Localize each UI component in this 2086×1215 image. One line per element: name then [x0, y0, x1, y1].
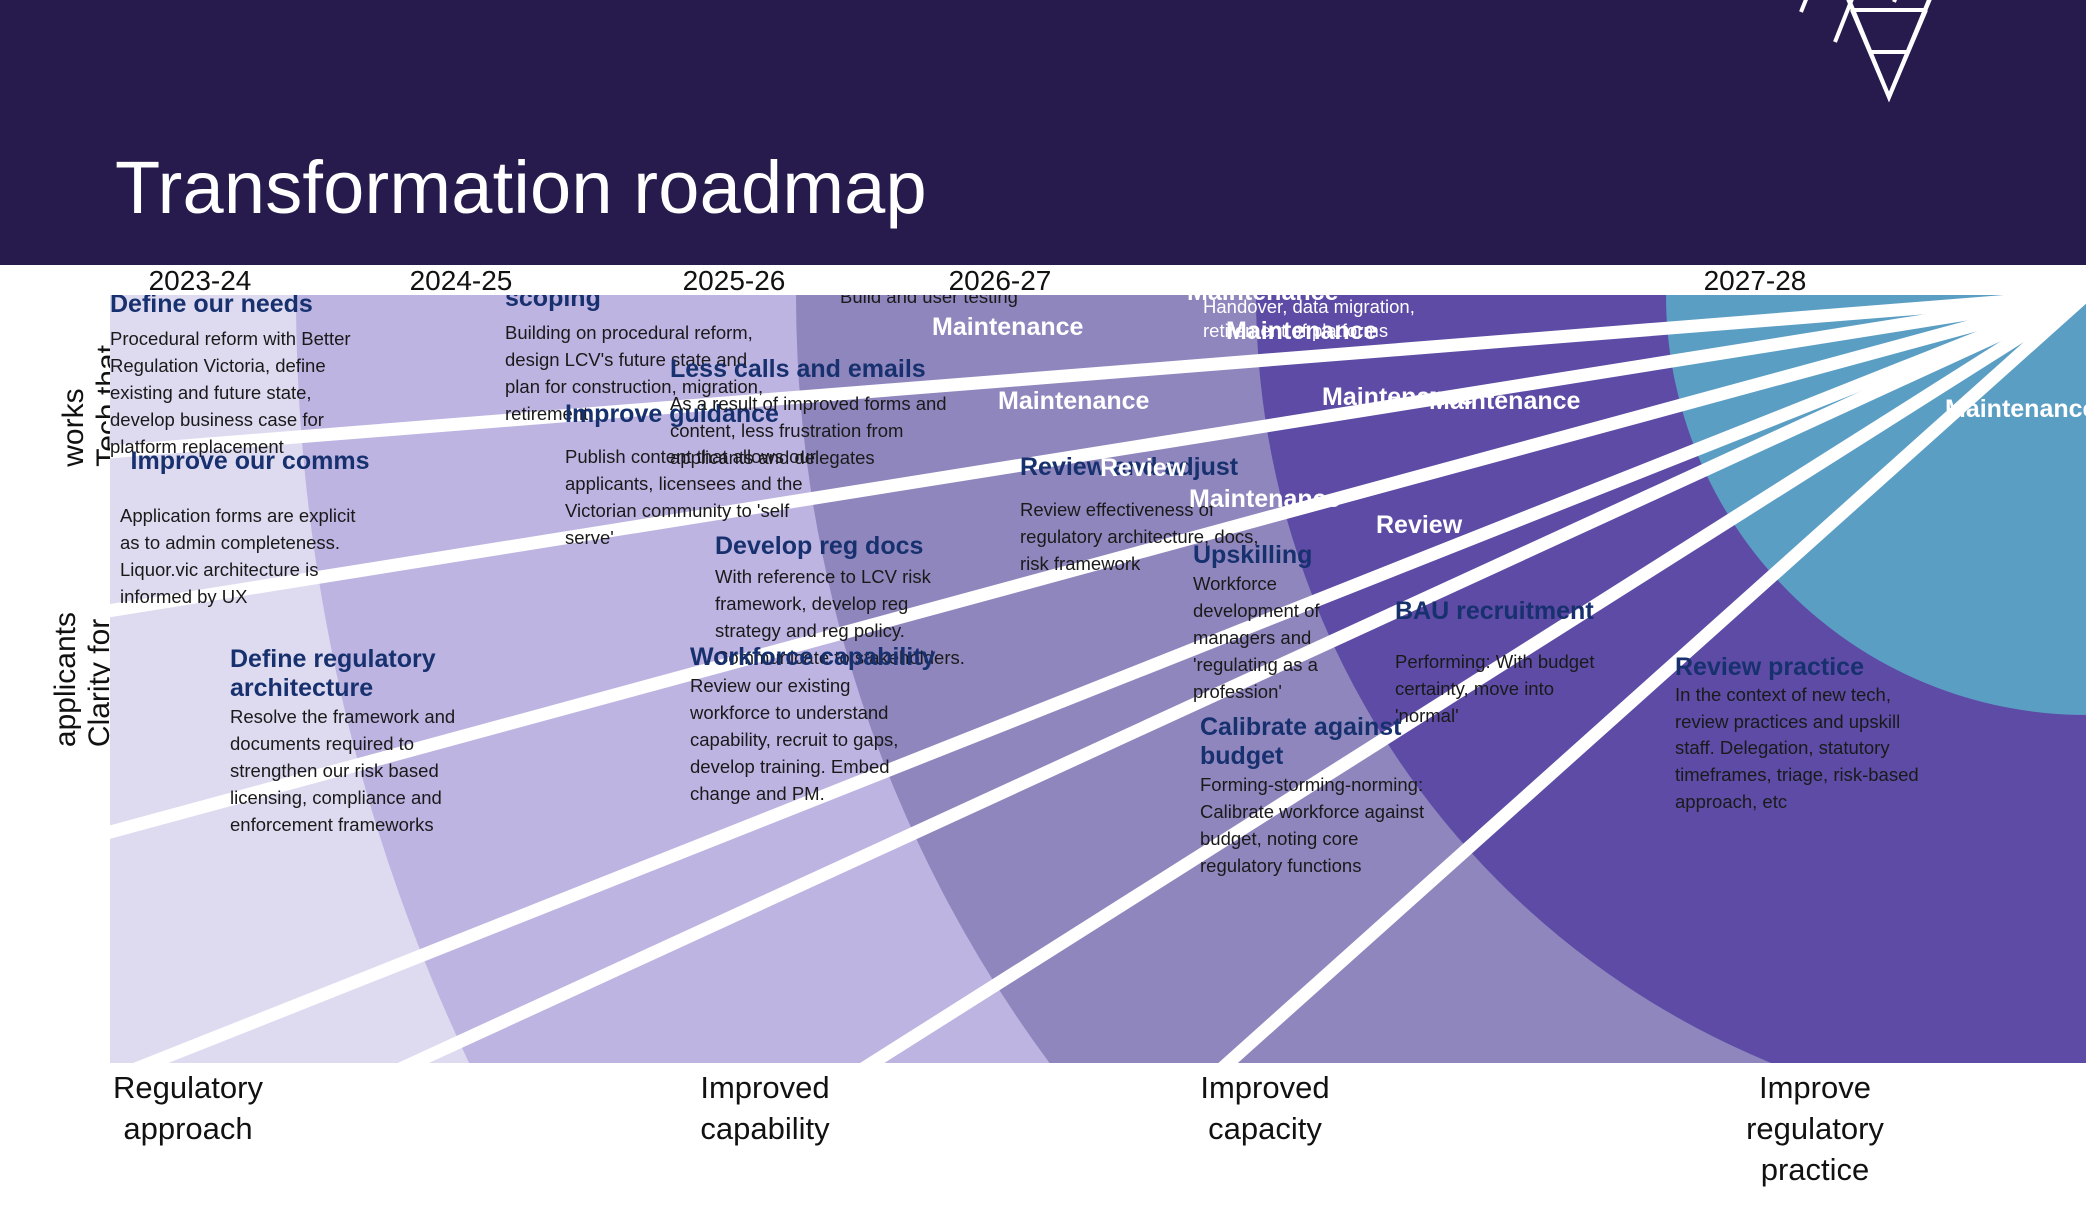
card-title: BAU recruitment: [1395, 597, 1594, 625]
card-migration-and-retirement[interactable]: Migration and retirement Handover, data …: [1203, 295, 1493, 344]
card-body: Building on procedural reform, design LC…: [505, 321, 764, 424]
outcome-line1: Regulatory: [113, 1070, 263, 1105]
card-title: Calibrate against budget: [1200, 713, 1402, 770]
ribbon-maintenance-8: Maintenance: [1945, 395, 2086, 423]
card-body: Review effectiveness of regulatory archi…: [1020, 498, 1259, 574]
year-label-3: 2026-27: [948, 265, 1052, 296]
outcome-regulatory-approach: Regulatory approach: [88, 1068, 288, 1150]
outcome-line1: Improved: [1200, 1070, 1330, 1105]
outcome-line3: practice: [1760, 1151, 1870, 1187]
card-develop-reg-docs[interactable]: Develop reg docs With reference to LCV r…: [715, 532, 965, 671]
card-title: Discovery and scoping: [505, 295, 601, 312]
card-contruction[interactable]: Contruction Build and user testing: [840, 295, 1105, 310]
band-2027-28: [1666, 295, 2086, 715]
card-body: Forming-storming-norming: Calibrate work…: [1200, 773, 1425, 876]
card-discovery-and-scoping[interactable]: Discovery and scoping Building on proced…: [505, 295, 770, 427]
axis-label-clarity-for-applicants: Clarity for applicants: [49, 612, 116, 748]
card-body: Handover, data migration, retirement of …: [1203, 295, 1415, 342]
ribbon-review-1: Review: [1376, 511, 1463, 539]
card-title: Improve guidance: [565, 400, 779, 428]
card-review-practice[interactable]: Review practice In the context of new te…: [1675, 653, 1945, 816]
outcome-line2: approach: [123, 1110, 253, 1146]
axis-label-tech-line2: works: [57, 388, 90, 467]
card-define-our-needs[interactable]: Define our needs Procedural reform with …: [110, 295, 370, 460]
card-review-and-adjust[interactable]: Review and adjust Review effectiveness o…: [1020, 453, 1290, 577]
year-label-0: 2023-24: [148, 265, 252, 296]
ribbon-maintenance-4: Maintenance: [998, 387, 1150, 415]
card-calibrate-against-budget[interactable]: Calibrate against budget Forming-stormin…: [1200, 713, 1475, 879]
card-body: Workforce development of managers and 'r…: [1193, 572, 1320, 702]
card-body: Review our existing workforce to underst…: [690, 674, 899, 804]
card-title: Upskilling: [1193, 541, 1313, 569]
card-body: Resolve the framework and documents requ…: [230, 705, 456, 835]
ribbon-maintenance-7: Maintenance: [1189, 485, 1341, 513]
radial-dividers: [110, 295, 2086, 1063]
card-title: Develop reg docs: [715, 532, 924, 560]
ribbon-review-0: Review: [1100, 454, 1187, 482]
card-title: Review practice: [1675, 653, 1864, 681]
card-body: As a result of improved forms and conten…: [670, 392, 947, 468]
outcome-line2: capacity: [1208, 1110, 1322, 1146]
card-improve-guidance[interactable]: Improve guidance Publish content that al…: [565, 400, 825, 551]
roadmap-fan-chart: Define our needs Procedural reform with …: [110, 295, 2086, 1063]
card-body: Publish content that allows our applican…: [565, 445, 816, 548]
card-upskilling[interactable]: Upskilling Workforce development of mana…: [1193, 541, 1378, 705]
ribbon-maintenance-6: Maintenance: [1429, 387, 1581, 415]
card-title: Define regulatory architecture: [230, 645, 436, 702]
card-bau-recruitment[interactable]: BAU recruitment Performing: With budget …: [1395, 597, 1645, 729]
fan-bands: [110, 295, 2086, 1063]
outcome-line2: regulatory: [1746, 1110, 1884, 1146]
outcome-improve-regulatory-practice: Improve regulatory practice: [1705, 1068, 1925, 1191]
page-title: Transformation roadmap: [115, 146, 927, 229]
ribbon-maintenance-2: Maintenance: [1226, 317, 1378, 345]
ribbon-maintenance-1: Maintenance: [1187, 295, 1338, 307]
axis-label-clarity-line2: applicants: [49, 612, 82, 748]
outcome-improved-capability: Improved capability: [655, 1068, 875, 1150]
card-title: Review and adjust: [1020, 453, 1239, 481]
ribbon-maintenance-3: Maintenance: [932, 313, 1084, 341]
card-body: Procedural reform with Better Regulation…: [110, 327, 351, 457]
ribbon-maintenance-5: Maintenance: [1322, 383, 1474, 411]
card-body: With reference to LCV risk framework, de…: [715, 565, 965, 668]
page-header: Transformation roadmap: [0, 0, 2086, 265]
victoria-state-government-logo: [1799, 0, 1932, 103]
year-label-1: 2024-25: [409, 265, 513, 296]
outcome-line1: Improved: [700, 1070, 830, 1105]
card-workforce-capability[interactable]: Workforce capability Review our existing…: [690, 643, 940, 807]
outcome-line1: Improve: [1759, 1070, 1871, 1105]
card-improve-our-comms[interactable]: Improve our comms Application forms are …: [120, 447, 380, 610]
card-body: Performing: With budget certainty, move …: [1395, 650, 1595, 726]
card-title: Define our needs: [110, 295, 313, 318]
card-title: Workforce capability: [690, 643, 936, 671]
year-label-4: 2027-28: [1703, 265, 1807, 296]
outcome-line2: capability: [700, 1110, 830, 1146]
card-less-calls-and-emails[interactable]: Less calls and emails As a result of imp…: [670, 355, 970, 471]
card-title: Improve our comms: [130, 447, 370, 475]
outcome-improved-capacity: Improved capacity: [1155, 1068, 1375, 1150]
card-body: In the context of new tech, review pract…: [1675, 683, 1919, 812]
outcome-row: Regulatory approach Improved capability …: [0, 1068, 2086, 1215]
card-define-regulatory-architecture[interactable]: Define regulatory architecture Resolve t…: [230, 645, 520, 838]
year-label-2: 2025-26: [682, 265, 786, 296]
card-title: Less calls and emails: [670, 355, 926, 383]
timeline-year-row: 2023-24 2024-25 2025-26 2026-27 2027-28: [0, 265, 2086, 297]
card-body: Build and user testing: [840, 295, 1018, 307]
card-body: Application forms are explicit as to adm…: [120, 504, 356, 607]
